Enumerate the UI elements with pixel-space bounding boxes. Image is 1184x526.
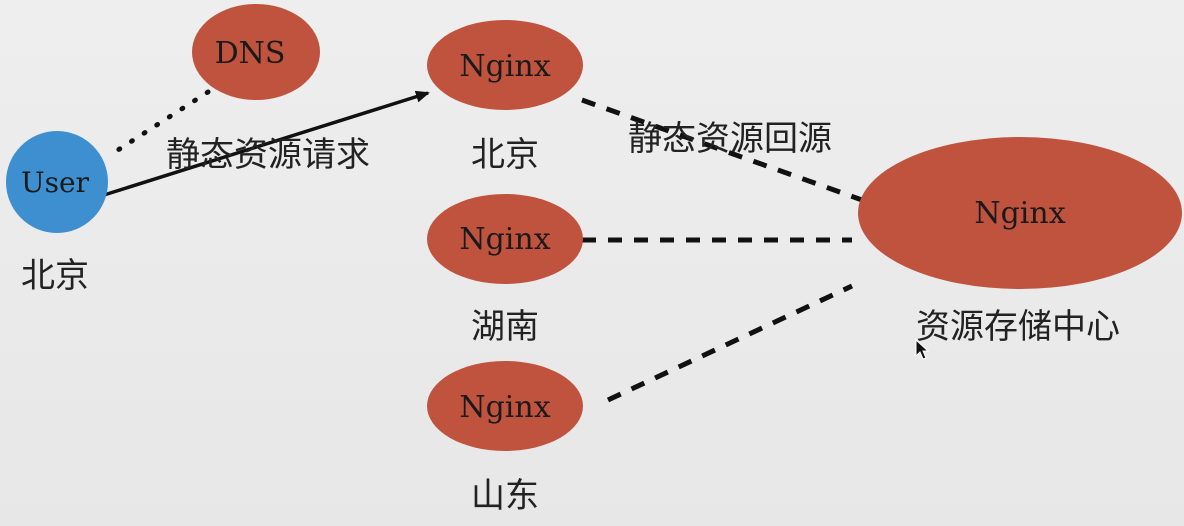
user-circle	[6, 131, 108, 233]
user-location-caption: 北京	[21, 256, 89, 296]
dns-ellipse	[192, 4, 320, 100]
mouse-cursor-icon	[915, 338, 930, 360]
shandong-storage-dashed-edge	[606, 283, 854, 403]
user-node: User	[6, 131, 108, 233]
nginx-shandong-label: Nginx	[459, 390, 550, 425]
dns-label: DNS	[215, 36, 286, 71]
beijing-storage-dashed-edge	[581, 97, 863, 203]
dns-node: DNS	[192, 4, 320, 100]
storage-center-caption: 资源存储中心	[916, 307, 1120, 347]
nginx-hunan-node: Nginx	[427, 194, 583, 284]
user-label: User	[21, 166, 90, 199]
request-arrow-edge	[103, 90, 430, 197]
dns-user-dotted-edge	[115, 89, 211, 153]
origin-fetch-label: 静态资源回源	[628, 119, 832, 159]
nginx-beijing-label: Nginx	[459, 49, 550, 84]
nginx-hunan-caption: 湖南	[471, 307, 539, 347]
nginx-shandong-ellipse	[427, 361, 583, 451]
storage-center-ellipse	[858, 137, 1182, 289]
storage-center-node: Nginx	[858, 137, 1182, 289]
static-request-label: 静态资源请求	[166, 135, 370, 175]
nginx-beijing-ellipse	[427, 20, 583, 110]
nginx-hunan-label: Nginx	[459, 222, 550, 257]
nginx-hunan-ellipse	[427, 194, 583, 284]
nginx-shandong-caption: 山东	[471, 476, 539, 516]
storage-center-label: Nginx	[974, 196, 1065, 231]
nginx-shandong-node: Nginx	[427, 361, 583, 451]
nginx-beijing-caption: 北京	[471, 135, 539, 175]
nginx-beijing-node: Nginx	[427, 20, 583, 110]
